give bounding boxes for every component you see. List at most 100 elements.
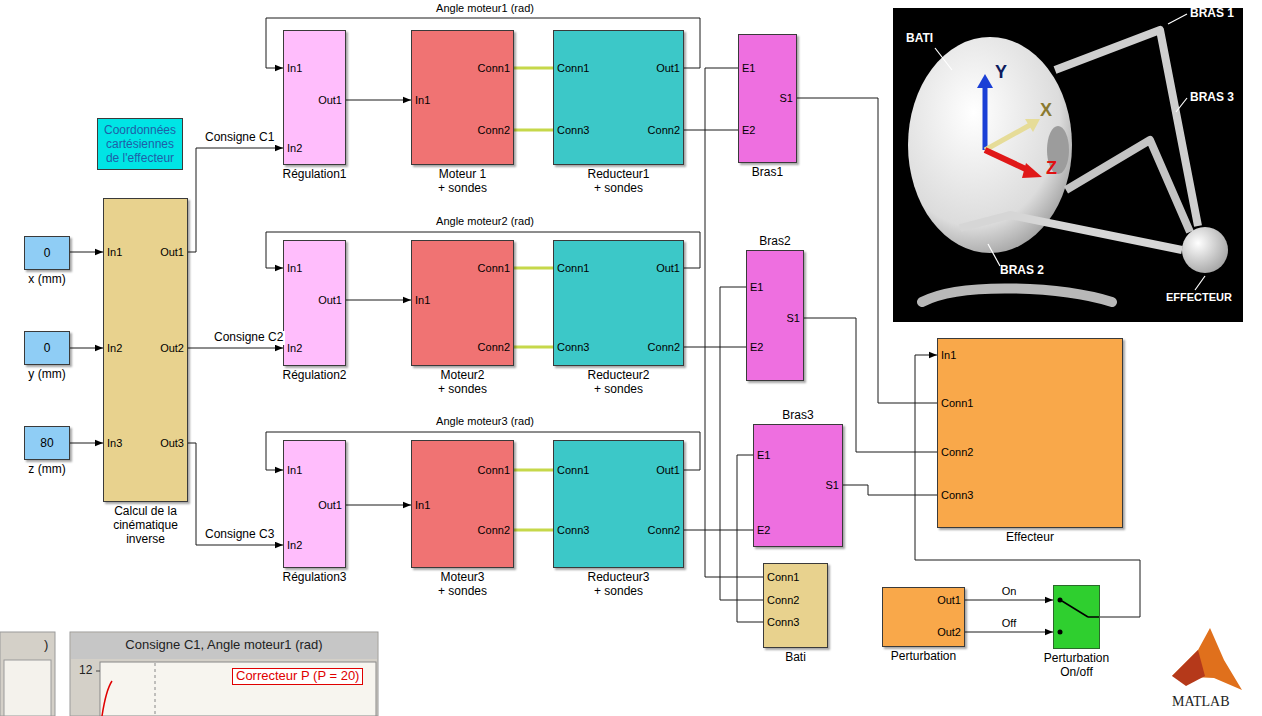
block-name: Perturbation <box>879 649 969 663</box>
signal-line <box>188 443 283 545</box>
haptic-device-photo <box>1182 227 1228 273</box>
block-value: 80 <box>25 436 69 450</box>
block-name: Effecteur <box>990 530 1070 544</box>
disturbance-block: Out1Out2Perturbation <box>882 587 965 647</box>
signal-line <box>346 300 411 301</box>
signal-line <box>346 505 411 506</box>
signal-label: Angle moteur1 (rad) <box>434 2 536 15</box>
block-name: y (mm) <box>17 367 77 381</box>
port-name: S1 <box>826 479 839 492</box>
axis-name: X <box>1040 100 1052 121</box>
port-name: In2 <box>287 342 302 355</box>
port-name: In2 <box>287 539 302 552</box>
haptic-device-photo <box>922 288 1112 302</box>
port-name: Conn2 <box>648 124 680 137</box>
part-name: BRAS 1 <box>1190 7 1234 21</box>
signal-label: Off <box>1000 617 1018 630</box>
block-name: Régulation1 <box>270 167 360 181</box>
block-name: Régulation2 <box>270 368 360 382</box>
haptic-device-photo <box>960 215 1182 250</box>
port-name: S1 <box>780 92 793 105</box>
block-name: Calcul de la cinématique inverse <box>106 504 186 546</box>
switch-block: Perturbation On/off <box>1053 585 1100 649</box>
port-name: E1 <box>750 281 763 294</box>
signal-label: Consigne C1 <box>203 131 276 145</box>
haptic-device-photo <box>1195 276 1205 290</box>
signal-label: Angle moteur2 (rad) <box>434 215 536 228</box>
port-name: Out1 <box>318 294 342 307</box>
physical-connection <box>514 129 553 132</box>
port-name: Out1 <box>656 464 680 477</box>
motor-block: Conn1In1Conn2Moteur 1 + sondes <box>411 30 514 165</box>
scope-panel <box>96 671 100 672</box>
port-name: Out1 <box>656 62 680 75</box>
port-name: Out2 <box>937 626 961 639</box>
port-name: Conn3 <box>557 124 589 137</box>
block-name: x (mm) <box>17 272 77 286</box>
block-name: Moteur3 + sondes <box>438 570 488 598</box>
arm-block: Bras2E1S1E2 <box>746 250 804 381</box>
port-name: Conn1 <box>557 62 589 75</box>
part-name: BATI <box>906 32 933 46</box>
port-name: In1 <box>287 464 302 477</box>
port-name: Conn2 <box>648 524 680 537</box>
port-name: E2 <box>750 341 763 354</box>
port-name: In3 <box>107 437 122 450</box>
axis-tick: 12 <box>79 664 92 678</box>
scope-title: Consigne C1, Angle moteur1 (rad) <box>125 638 322 653</box>
axis-name: Z <box>1046 158 1057 179</box>
port-name: Conn2 <box>478 341 510 354</box>
physical-connection <box>514 267 553 270</box>
logo-text: MATLAB <box>1172 694 1230 710</box>
port-name: Conn1 <box>557 262 589 275</box>
block-value: 0 <box>25 341 69 355</box>
port-name: Out1 <box>318 94 342 107</box>
haptic-device-photo <box>1025 119 1040 132</box>
port-name: Conn1 <box>941 397 973 410</box>
port-name: Out3 <box>160 437 184 450</box>
matlab-logo <box>1172 628 1242 690</box>
switch-symbol <box>1088 616 1100 618</box>
reducer-block: Conn1Out1Conn3Conn2Reducteur2 + sondes <box>553 240 684 366</box>
haptic-device-photo <box>1022 163 1042 178</box>
port-name: Conn1 <box>767 571 799 584</box>
arm-block: Bras3E1S1E2 <box>753 424 843 547</box>
scope-title: ) <box>44 638 48 653</box>
port-name: Out1 <box>937 594 961 607</box>
haptic-device-photo <box>893 8 1243 322</box>
scope-panel <box>71 633 377 659</box>
signal-line <box>188 148 283 252</box>
haptic-device-photo <box>1168 14 1187 24</box>
block-name: Perturbation On/off <box>1037 651 1117 679</box>
motor-block: Conn1In1Conn2Moteur2 + sondes <box>411 240 514 366</box>
port-name: S1 <box>787 312 800 325</box>
arm-block: E1S1E2Bras1 <box>738 34 797 163</box>
effector-block: In1Conn1Conn2Conn3Effecteur <box>937 338 1123 528</box>
signal-label: On <box>1000 585 1019 598</box>
block-name: Régulation3 <box>270 570 360 584</box>
switch-symbol <box>1058 630 1063 635</box>
scope-panel <box>4 660 51 716</box>
controller-block: In1Out1In2Régulation3 <box>283 440 346 568</box>
port-name: Out1 <box>656 262 680 275</box>
port-name: Conn2 <box>767 594 799 607</box>
controller-block: In1Out1In2Régulation2 <box>283 240 346 366</box>
signal-line <box>965 632 1053 633</box>
part-name: BRAS 3 <box>1190 91 1234 105</box>
block-name: Reducteur2 + sondes <box>586 368 652 396</box>
matlab-logo <box>1172 650 1205 686</box>
signal-line <box>684 130 738 131</box>
haptic-device-photo <box>1176 98 1187 112</box>
switch-symbol <box>1062 601 1088 617</box>
part-name: EFFECTEUR <box>1166 291 1232 304</box>
physical-connection <box>514 529 553 532</box>
plot-annotation: Correcteur P (P = 20) <box>232 668 363 685</box>
port-name: Conn1 <box>478 62 510 75</box>
haptic-device-photo <box>985 150 1030 171</box>
inverse-kinematics-block: In1Out1In2Out2In3Out3Calcul de la cinéma… <box>103 198 188 502</box>
signal-line <box>797 98 937 403</box>
port-name: Conn3 <box>557 524 589 537</box>
haptic-device-photo <box>983 86 988 150</box>
port-name: In1 <box>415 294 430 307</box>
signal-line <box>843 485 937 495</box>
